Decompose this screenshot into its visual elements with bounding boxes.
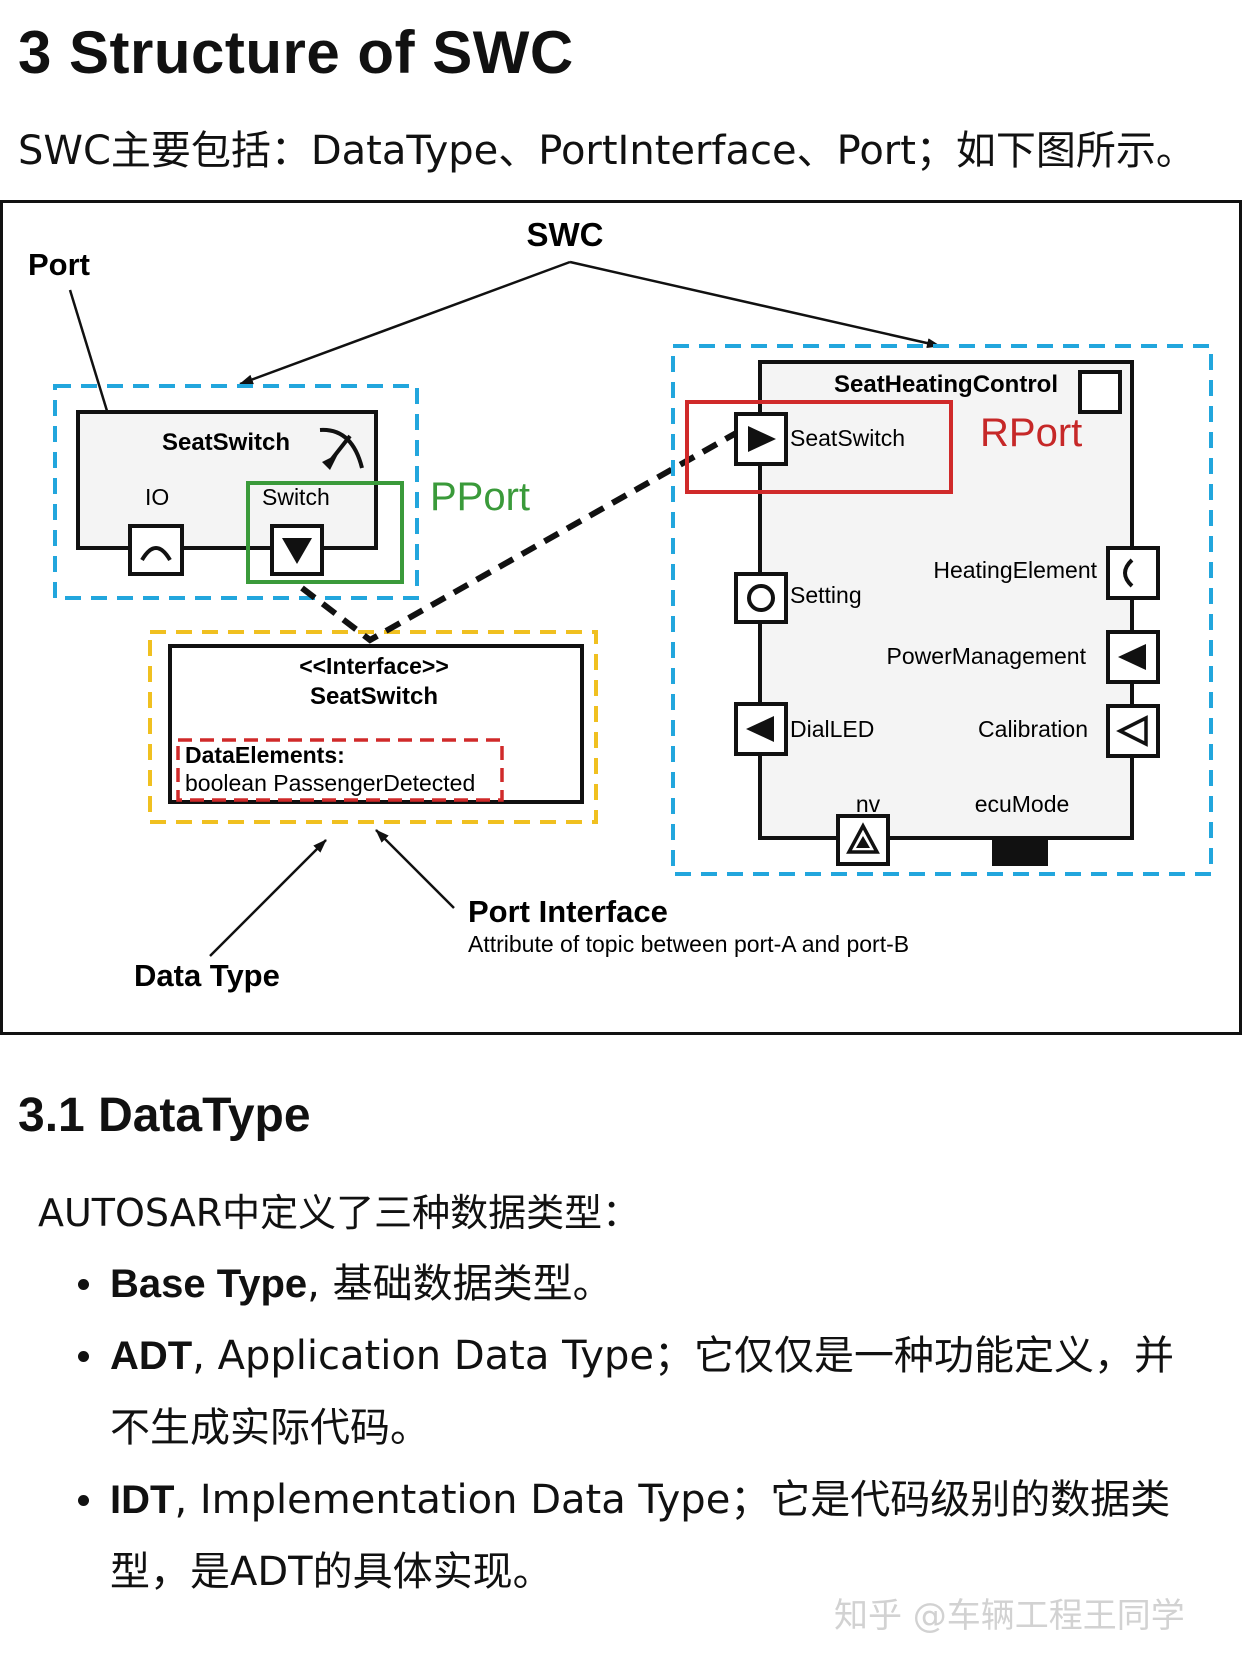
- heating-element-label: HeatingElement: [933, 557, 1097, 583]
- data-type-arrow: [209, 839, 327, 957]
- data-type-label: Data Type: [134, 958, 280, 993]
- pport-highlight: [246, 481, 404, 584]
- section-lead: AUTOSAR中定义了三种数据类型：: [38, 1191, 641, 1235]
- interface-box: [168, 644, 584, 804]
- interface-name: SeatSwitch: [310, 683, 438, 710]
- port-interface-label: Port Interface: [468, 894, 668, 929]
- list-item-text: , 基础数据类型。: [307, 1261, 613, 1307]
- interface-boundary: [148, 630, 598, 824]
- setting-port: [734, 572, 788, 624]
- list-item-text: , Application Data Type；它仅仅是一种功能定义，并不生成实…: [110, 1333, 1174, 1451]
- seat-switch-component-label: SeatSwitch: [162, 429, 290, 456]
- connector-line: [300, 429, 740, 644]
- list-item-term: ADT: [110, 1334, 193, 1378]
- swc-label: SWC: [527, 216, 604, 253]
- data-element: boolean PassengerDetected: [185, 770, 475, 796]
- data-type-list: Base Type, 基础数据类型。 ADT, Application Data…: [78, 1248, 1190, 1608]
- calibration-label: Calibration: [978, 716, 1088, 742]
- port-interface-desc: Attribute of topic between port-A and po…: [468, 931, 909, 957]
- seat-switch-rport: [734, 412, 788, 466]
- power-management-label: PowerManagement: [887, 643, 1087, 669]
- rport-highlight: [685, 400, 953, 494]
- ecu-mode-port: [992, 838, 1048, 866]
- list-item-term: IDT: [110, 1478, 175, 1522]
- list-item: Base Type, 基础数据类型。: [78, 1248, 1190, 1320]
- ecu-mode-label: ecuMode: [975, 791, 1070, 817]
- left-swc-boundary: [53, 384, 419, 600]
- seat-heating-label: SeatHeatingControl: [834, 371, 1058, 398]
- port-label: Port: [28, 247, 90, 282]
- list-item-text: , Implementation Data Type；它是代码级别的数据类型，是…: [110, 1477, 1171, 1595]
- dial-led-label: DialLED: [790, 716, 874, 742]
- swc-structure-figure: SWC Port SeatSwitch IO Switch PPort <<In…: [0, 200, 1242, 1036]
- setting-label: Setting: [790, 582, 862, 608]
- heating-element-port: [1106, 546, 1160, 600]
- component-icon: [1078, 370, 1122, 414]
- nv-label: nv: [856, 791, 881, 817]
- right-swc-boundary: [671, 344, 1213, 876]
- rport-seat-switch-label: SeatSwitch: [790, 425, 905, 451]
- switch-port-label: Switch: [262, 484, 330, 510]
- list-item: IDT, Implementation Data Type；它是代码级别的数据类…: [78, 1464, 1190, 1608]
- interface-stereotype: <<Interface>>: [299, 653, 449, 679]
- swc-arrow-left: [239, 260, 571, 386]
- watermark: 知乎 @车辆工程王同学: [834, 1596, 1185, 1636]
- pport-label: PPort: [430, 475, 530, 519]
- seat-switch-component: [76, 410, 378, 550]
- io-port-label: IO: [145, 484, 169, 510]
- data-elements-title: DataElements:: [185, 742, 345, 768]
- page-heading: 3 Structure of SWC: [18, 19, 574, 86]
- port-interface-arrow: [375, 829, 455, 909]
- seat-heating-component: [758, 360, 1134, 840]
- swc-arrow-right: [569, 260, 941, 348]
- list-item: ADT, Application Data Type；它仅仅是一种功能定义，并不…: [78, 1320, 1190, 1464]
- calibration-port: [1106, 704, 1160, 758]
- rport-label: RPort: [980, 411, 1082, 455]
- intro-text: SWC主要包括：DataType、PortInterface、Port；如下图所…: [18, 128, 1196, 174]
- list-item-term: Base Type: [110, 1262, 308, 1306]
- data-elements-box: [176, 738, 504, 802]
- section-heading: 3.1 DataType: [18, 1089, 311, 1142]
